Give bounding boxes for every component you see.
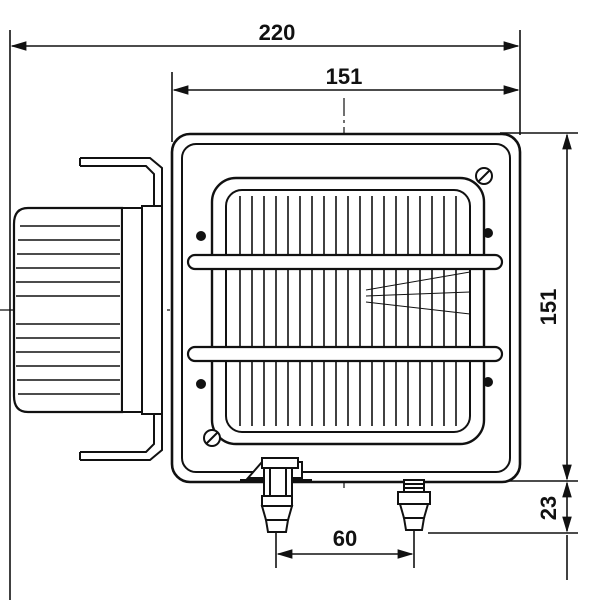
mounting-bolt-left — [240, 457, 312, 533]
rivet-dots — [196, 228, 493, 389]
lens-frame — [210, 176, 486, 446]
dimension-bolt-offset: 23 — [536, 481, 572, 580]
dimension-housing-height: 151 — [536, 133, 572, 481]
mounting-bolt-right — [397, 479, 431, 531]
mounting-bracket — [79, 157, 163, 461]
lens-ribs — [239, 196, 457, 426]
dimension-label-23: 23 — [536, 496, 561, 520]
screw-top-right — [475, 167, 493, 185]
rear-lamp-lens — [12, 206, 124, 414]
reflector-lines — [365, 271, 471, 315]
dimension-label-151-width: 151 — [326, 64, 363, 89]
extension-lines — [9, 30, 578, 600]
dimension-overall-width: 220 — [10, 20, 520, 51]
lamp-housing — [170, 132, 522, 484]
grille-bar-bottom — [186, 345, 504, 363]
dimension-housing-width: 151 — [172, 64, 520, 95]
dimension-label-151-height: 151 — [536, 289, 561, 326]
dimension-label-220: 220 — [259, 20, 296, 45]
dimension-bolt-spacing: 60 — [276, 526, 414, 559]
grille-bar-top — [186, 253, 504, 271]
rear-lamp-collar — [121, 205, 163, 415]
screw-bottom-left — [203, 429, 221, 447]
dimension-label-60: 60 — [333, 526, 357, 551]
